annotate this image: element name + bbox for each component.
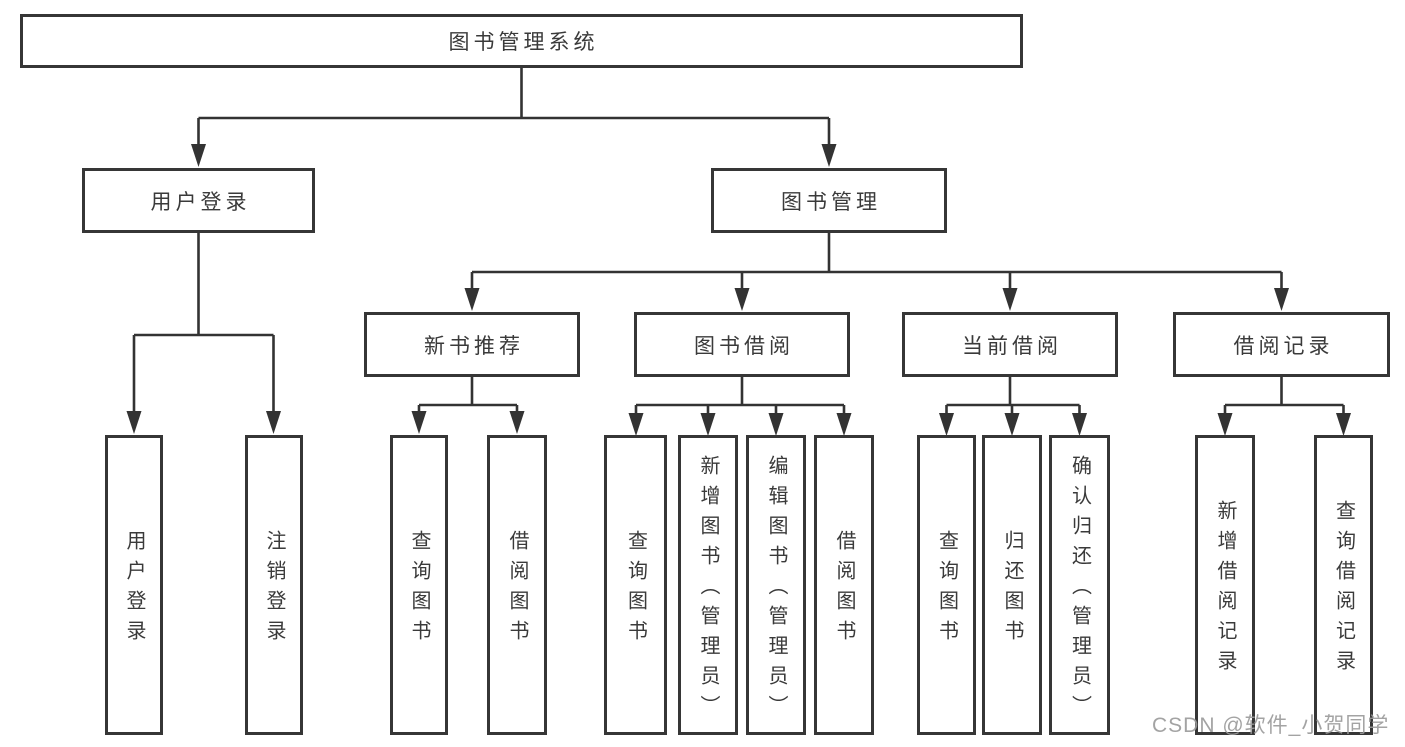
leaf-label: 确认归还（管理员） xyxy=(1068,455,1091,725)
leaf-borrow-books: 借阅图书 xyxy=(814,435,874,735)
leaf-user-login: 用户登录 xyxy=(105,435,163,735)
leaf-label: 查询图书 xyxy=(935,530,958,650)
leaf-add-book-admin: 新增图书（管理员） xyxy=(678,435,738,735)
node-label: 图书借阅 xyxy=(694,334,794,358)
leaf-label: 新增图书（管理员） xyxy=(697,455,719,725)
leaf-confirm-return-admin: 确认归还（管理员） xyxy=(1049,435,1110,735)
leaf-label: 查询图书 xyxy=(624,530,647,650)
leaf-label: 新增借阅记录 xyxy=(1214,500,1236,680)
leaf-add-borrow-record: 新增借阅记录 xyxy=(1195,435,1255,735)
leaf-query-books-borrow: 查询图书 xyxy=(604,435,667,735)
leaf-label: 归还图书 xyxy=(1001,530,1023,650)
leaf-label: 注销登录 xyxy=(263,530,285,650)
watermark: CSDN @软件_小贺同学 xyxy=(1152,714,1390,737)
leaf-label: 借阅图书 xyxy=(833,530,855,650)
leaf-edit-book-admin: 编辑图书（管理员） xyxy=(746,435,806,735)
node-book-management: 图书管理 xyxy=(711,168,947,233)
leaf-query-books-recommend: 查询图书 xyxy=(390,435,448,735)
arrowheads xyxy=(126,144,1351,436)
node-current-borrow: 当前借阅 xyxy=(902,312,1118,377)
node-user-login: 用户登录 xyxy=(82,168,315,233)
node-new-book-recommend: 新书推荐 xyxy=(364,312,580,377)
leaf-logout: 注销登录 xyxy=(245,435,303,735)
node-label: 当前借阅 xyxy=(962,334,1062,358)
node-label: 用户登录 xyxy=(150,190,251,214)
leaf-query-books-current: 查询图书 xyxy=(917,435,976,735)
node-label: 图书管理系统 xyxy=(448,31,599,54)
leaf-return-book: 归还图书 xyxy=(982,435,1042,735)
node-label: 新书推荐 xyxy=(424,334,524,358)
leaf-label: 借阅图书 xyxy=(506,530,528,650)
leaf-label: 查询图书 xyxy=(408,530,430,650)
leaf-label: 用户登录 xyxy=(123,530,145,650)
node-label: 借阅记录 xyxy=(1233,334,1334,358)
leaf-label: 查询借阅记录 xyxy=(1332,500,1355,680)
leaf-query-borrow-record: 查询借阅记录 xyxy=(1314,435,1373,735)
node-label: 图书管理 xyxy=(781,190,881,214)
node-borrow-records: 借阅记录 xyxy=(1173,312,1390,377)
node-library-management-system: 图书管理系统 xyxy=(20,14,1023,68)
node-book-borrow: 图书借阅 xyxy=(634,312,850,377)
leaf-borrow-books-recommend: 借阅图书 xyxy=(487,435,547,735)
leaf-label: 编辑图书（管理员） xyxy=(765,455,787,725)
